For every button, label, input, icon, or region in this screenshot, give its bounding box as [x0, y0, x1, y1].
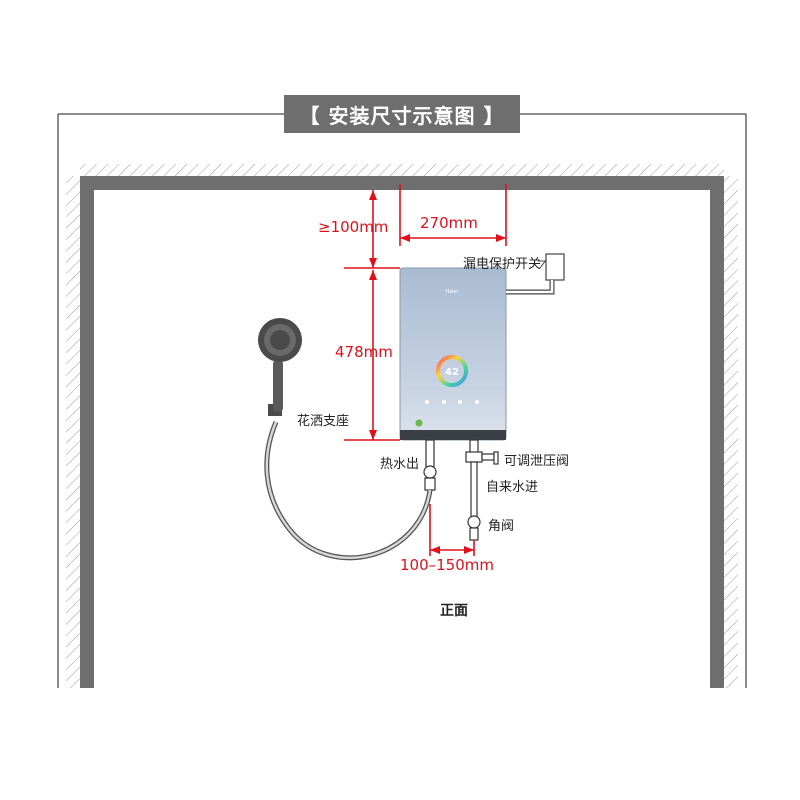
pressure-valve-label: 可调泄压阀 [504, 454, 570, 469]
water-heater: Haier 42 [399, 267, 507, 441]
display-value: 42 [445, 367, 459, 378]
wall-frame [80, 176, 724, 688]
hot-water-fitting [423, 465, 437, 479]
heater-button [458, 400, 462, 404]
display-ring [436, 355, 468, 387]
leakage-switch [506, 253, 565, 295]
dim-height [344, 270, 400, 441]
outer-frame [57, 113, 747, 688]
angle-valve [467, 515, 481, 529]
dim-top-clearance [344, 190, 400, 269]
front-view-label: 正面 [440, 603, 468, 619]
tap-water-in-label: 自来水进 [486, 480, 539, 495]
shower-holder-label: 花洒支座 [297, 414, 350, 429]
heater-button [425, 400, 429, 404]
heater-button [442, 400, 446, 404]
shower-head [258, 318, 302, 416]
dim-pipe-spacing-label: 100–150mm [400, 556, 494, 574]
pressure-relief-valve [465, 451, 483, 463]
dim-width [399, 184, 507, 246]
dim-width-label: 270mm [420, 214, 478, 232]
shower-hose [264, 421, 433, 561]
diagram-title: 【 安装尺寸示意图 】 [284, 95, 520, 133]
heater-button [475, 400, 479, 404]
wall-hatching [66, 164, 738, 688]
leakage-switch-label: 漏电保护开关 [463, 257, 542, 272]
heater-indicator [415, 419, 423, 427]
dim-top-clearance-label: ≥100mm [318, 218, 389, 236]
heater-brand-logo: Haier [445, 289, 459, 295]
dim-pipe-spacing [429, 504, 475, 556]
hot-water-out-label: 热水出 [380, 457, 420, 472]
dim-height-label: 478mm [335, 343, 393, 361]
pipes [423, 439, 499, 541]
angle-valve-label: 角阀 [488, 519, 515, 534]
